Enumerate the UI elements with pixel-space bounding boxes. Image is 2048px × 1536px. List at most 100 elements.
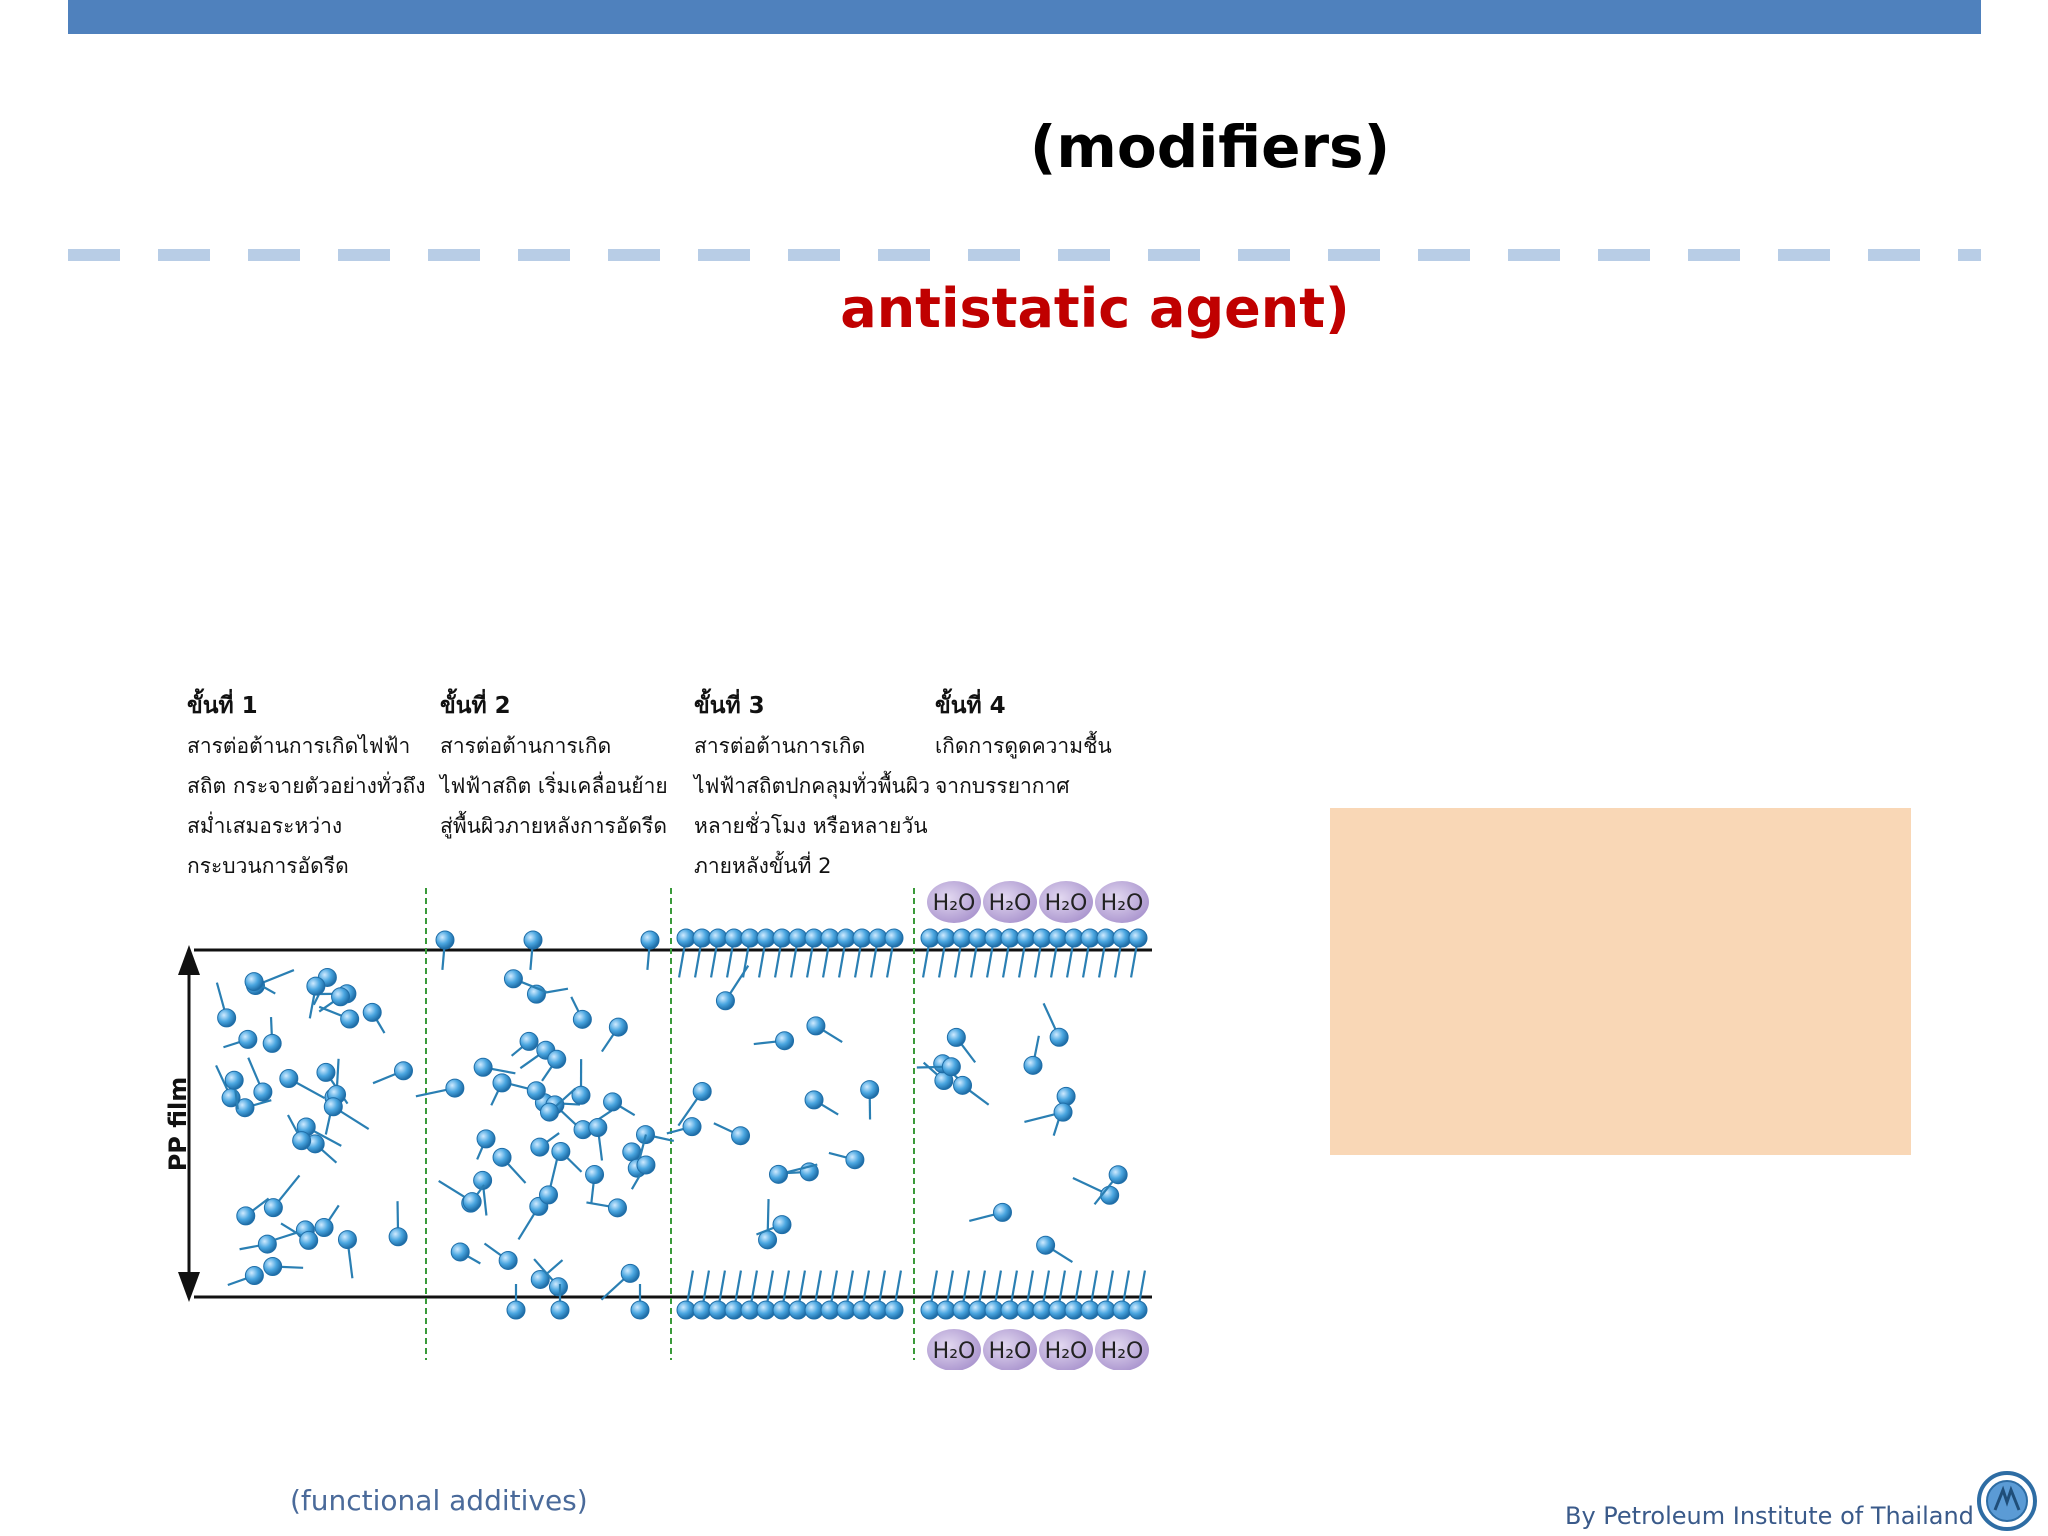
molecule-head <box>224 1070 244 1090</box>
molecule-head <box>852 1300 872 1320</box>
h2o-label: H₂O <box>933 1339 976 1364</box>
antistatic-molecule <box>1036 1235 1073 1263</box>
antistatic-molecule <box>224 1070 244 1110</box>
molecule-head <box>836 1300 856 1320</box>
molecule-head <box>731 1126 751 1146</box>
molecule-head <box>992 1202 1012 1222</box>
molecule-head <box>1080 928 1100 948</box>
molecule-head <box>236 1206 256 1226</box>
molecule-head <box>820 1300 840 1320</box>
molecule-head <box>692 1300 712 1320</box>
molecule-head <box>984 1300 1004 1320</box>
antistatic-molecule <box>415 1078 465 1098</box>
molecule-head <box>340 1009 360 1029</box>
molecule-head <box>548 1277 568 1297</box>
molecule-head <box>788 1300 808 1320</box>
antistatic-molecule <box>362 1002 386 1034</box>
molecule-head <box>920 928 940 948</box>
molecule-head <box>1080 1300 1100 1320</box>
step-3-line: สารต่อต้านการเกิด <box>694 734 866 758</box>
molecule-head <box>836 928 856 948</box>
antistatic-molecule <box>541 1049 567 1082</box>
antistatic-molecule <box>1112 928 1132 978</box>
antistatic-molecule <box>852 928 872 978</box>
h2o-molecule: H₂O <box>1039 881 1093 923</box>
antistatic-molecule <box>1000 928 1020 978</box>
h2o-label: H₂O <box>1101 1339 1144 1364</box>
antistatic-molecule <box>772 928 792 978</box>
antistatic-molecule <box>740 1270 760 1320</box>
molecule-head <box>539 1102 559 1122</box>
antistatic-molecule <box>227 1266 264 1287</box>
molecule-head <box>238 1029 258 1049</box>
molecule-head <box>715 991 735 1011</box>
antistatic-molecule <box>280 1222 319 1250</box>
molecule-head <box>936 928 956 948</box>
antistatic-molecule <box>530 1132 560 1157</box>
molecule-head <box>445 1078 465 1098</box>
molecule-head <box>941 1057 961 1077</box>
molecule-head <box>1100 1185 1120 1205</box>
antistatic-molecule <box>1016 928 1036 978</box>
step-2-line: สารต่อต้านการเกิด <box>440 734 612 758</box>
step-2-text: ขั้นที่ 2 สารต่อต้านการเกิด ไฟฟ้าสถิต เร… <box>440 686 668 846</box>
h2o-bubble <box>1095 1329 1149 1370</box>
molecule-head <box>526 1081 546 1101</box>
molecule-head <box>253 1082 273 1102</box>
antistatic-molecule <box>244 972 276 995</box>
molecule-head <box>756 1300 776 1320</box>
antistatic-molecule <box>1064 1270 1084 1320</box>
molecule-head <box>323 1097 343 1117</box>
antistatic-molecule <box>510 1031 539 1057</box>
molecule-head <box>1064 1300 1084 1320</box>
antistatic-molecule <box>306 976 326 1019</box>
molecule-head <box>952 928 972 948</box>
molecule-head <box>279 1069 299 1089</box>
molecule-head <box>676 1300 696 1320</box>
antistatic-molecule <box>708 1270 728 1320</box>
antistatic-molecule <box>772 1270 792 1320</box>
h2o-bubble <box>983 1329 1037 1370</box>
antistatic-molecule <box>517 1196 549 1241</box>
antistatic-molecule <box>946 1027 977 1064</box>
antistatic-molecule <box>600 1017 628 1053</box>
antistatic-molecule <box>263 1174 301 1218</box>
antistatic-molecules <box>215 928 1148 1320</box>
molecule-head <box>263 1256 283 1276</box>
antistatic-molecule <box>920 928 940 978</box>
step-2-line: สู่พื้นผิวภายหลังการอัดรีด <box>440 814 667 838</box>
antistatic-molecule <box>588 1117 608 1161</box>
molecule-head <box>860 1080 880 1100</box>
antistatic-molecule <box>235 1098 272 1118</box>
molecule-head <box>450 1242 470 1262</box>
antistatic-molecule <box>692 1270 712 1320</box>
molecule-head <box>984 928 1004 948</box>
molecule-head <box>953 1075 973 1095</box>
molecule-head <box>920 1300 940 1320</box>
antistatic-molecule <box>884 928 904 978</box>
antistatic-molecule <box>804 1270 824 1320</box>
step-4-line: จากบรรยากาศ <box>935 774 1070 798</box>
molecule-head <box>740 1300 760 1320</box>
molecule-head <box>1016 1300 1036 1320</box>
antistatic-molecule <box>571 1059 591 1105</box>
slide-subtitle: antistatic agent) <box>840 277 1350 340</box>
molecule-head <box>806 1016 826 1036</box>
antistatic-molecule <box>506 1284 526 1320</box>
antistatic-molecule <box>603 1092 636 1117</box>
step-1-text: ขั้นที่ 1 สารต่อต้านการเกิดไฟฟ้า สถิต กร… <box>187 686 426 886</box>
antistatic-molecule <box>860 1080 880 1120</box>
molecule-head <box>682 1117 702 1137</box>
step-4-heading: ขั้นที่ 4 <box>935 693 1006 719</box>
h2o-label: H₂O <box>1101 891 1144 916</box>
antistatic-molecule <box>600 1263 640 1301</box>
molecule-head <box>572 1009 592 1029</box>
antistatic-molecule <box>708 928 728 978</box>
antistatic-molecule <box>1080 1270 1100 1320</box>
antistatic-molecule <box>884 1270 904 1320</box>
molecule-head <box>1064 928 1084 948</box>
antistatic-molecule <box>586 1198 627 1218</box>
antistatic-molecule <box>984 1270 1004 1320</box>
molecule-head <box>640 930 660 950</box>
antistatic-molecule <box>438 1179 482 1212</box>
